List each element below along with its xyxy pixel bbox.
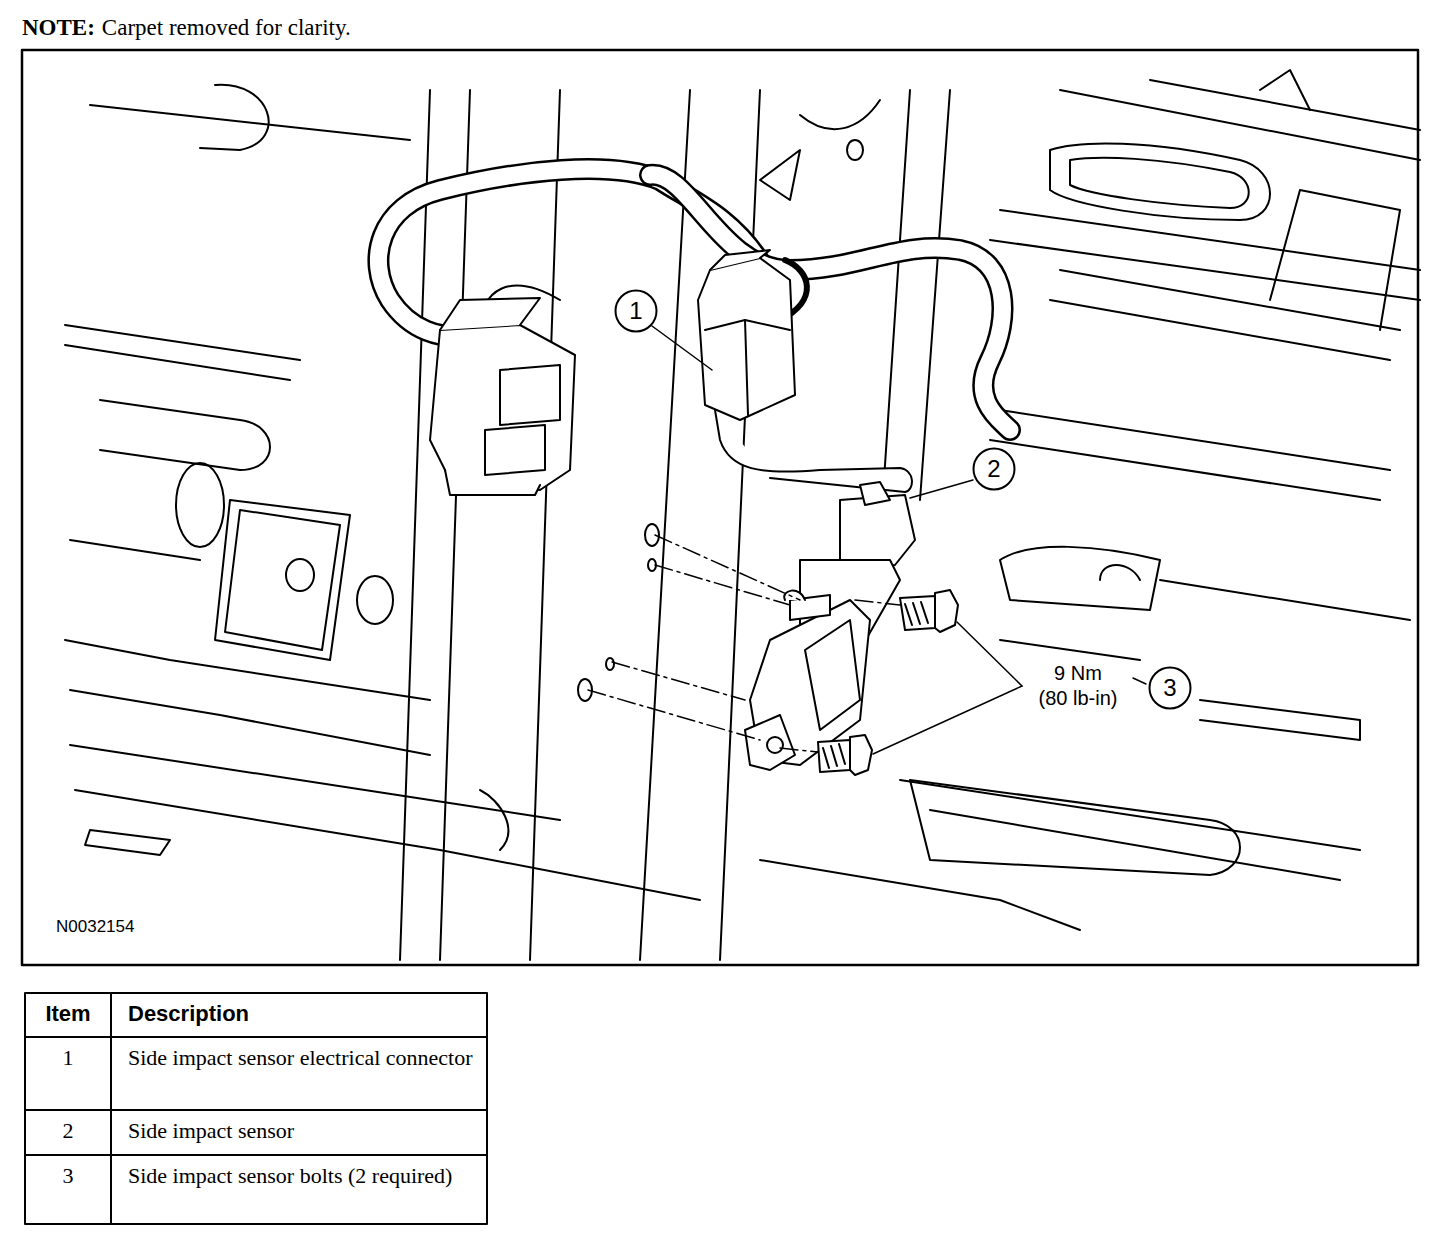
note-text: Carpet removed for clarity. (102, 14, 351, 42)
seat-connector (430, 298, 575, 495)
callout-number: 2 (987, 455, 1000, 483)
leader-lines (652, 326, 1146, 754)
table-cell: 1 (63, 1045, 74, 1071)
floor-pan (65, 70, 1420, 960)
callout-circle: 3 (1148, 666, 1192, 710)
torque-value: (80 lb-in) (1036, 686, 1121, 710)
table-header: Description (128, 1001, 249, 1027)
table-cell: 3 (63, 1163, 74, 1189)
note-heading: NOTE: (22, 14, 95, 42)
callout-number: 1 (629, 297, 642, 325)
frame (22, 50, 1418, 965)
callout-circle-shape (974, 449, 1015, 490)
table-header: Item (45, 1001, 90, 1027)
table-cell: Side impact sensor bolts (2 required) (128, 1163, 473, 1189)
callout-circle: 1 (614, 289, 658, 333)
torque-value: 9 Nm (1051, 661, 1105, 685)
table-cell: 2 (63, 1118, 74, 1144)
callout-circle-shape (616, 291, 657, 332)
callout-circle-shape (1150, 668, 1191, 709)
table-cell: Side impact sensor electrical connector (128, 1045, 478, 1071)
figure-number: N0032154 (56, 917, 134, 937)
callout-number: 3 (1163, 674, 1176, 702)
table-cell: Side impact sensor (128, 1118, 478, 1144)
callout-circle: 2 (972, 447, 1016, 491)
side-impact-sensor (745, 482, 915, 770)
parts-table (25, 993, 487, 1224)
mounting-lines (588, 535, 900, 752)
mounting-holes (578, 524, 659, 701)
sensor-connector (698, 250, 912, 492)
